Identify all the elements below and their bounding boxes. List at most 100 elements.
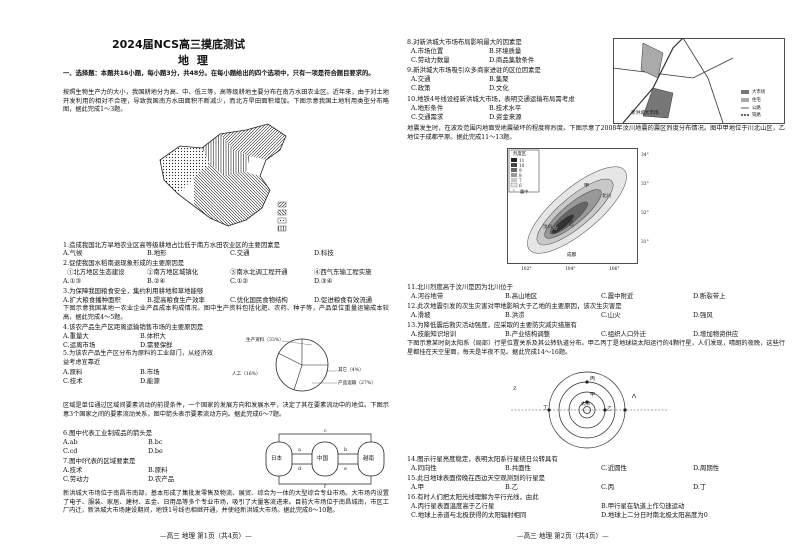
cost-pie-chart xyxy=(275,338,337,392)
page-footer-1: —高三 地理 第1页（共4页）— xyxy=(160,532,252,540)
q14-option-a[interactable]: A.同向性 xyxy=(411,464,437,472)
q2-option-b[interactable]: B.②④ xyxy=(147,277,166,285)
quake-label-beichuan: 北川 xyxy=(602,194,612,199)
question-2: 2.促使我国水稻南退现象形成的主要原因是 xyxy=(63,259,185,267)
q4-option-c[interactable]: C.运离市场 xyxy=(63,341,96,349)
orbit-label-z: Z xyxy=(513,386,517,392)
q10-option-c[interactable]: C.交通需求 xyxy=(411,113,444,121)
region-south xyxy=(194,164,270,226)
q7-option-c[interactable]: C.劳动力 xyxy=(63,475,89,483)
q6-option-d[interactable]: D.be xyxy=(148,447,163,455)
question-1: 1.造成我国北方旱地农业区高等级耕地占比低于南方水田农业区的主要因素是 xyxy=(63,241,280,249)
q9-option-c[interactable]: C.政策 xyxy=(411,84,431,92)
intensity-7: 7 xyxy=(519,178,522,183)
q11-option-b[interactable]: B.高山地区 xyxy=(505,292,538,300)
orbit-label-sun: 太阳 xyxy=(581,402,590,407)
q5-option-c[interactable]: C.技术 xyxy=(63,377,83,385)
q9-option-a[interactable]: A.交通 xyxy=(411,75,431,83)
q6-option-c[interactable]: C.cd xyxy=(63,447,78,455)
q3-option-a[interactable]: A.扩大粮食播种面积 xyxy=(63,296,121,304)
intensity-legend-title: 烈度区 xyxy=(513,152,527,157)
q3-option-c[interactable]: C.优化国民食物结构 xyxy=(230,296,288,304)
q14-option-d[interactable]: D.周期性 xyxy=(693,464,720,472)
q1-option-c[interactable]: C.交通 xyxy=(230,249,250,257)
q1-option-a[interactable]: A.气候 xyxy=(63,249,83,257)
question-10: 10.地铁4号线设经新洪城大市场，表明交通运输布局需考虑 xyxy=(407,95,575,103)
q10-option-d[interactable]: D.资金来源 xyxy=(489,113,522,121)
q7-option-a[interactable]: A.技术 xyxy=(63,466,83,474)
pie-label-transport: 产品运输（27%） xyxy=(338,381,376,386)
q15-option-d[interactable]: D.丁 xyxy=(693,483,707,491)
q6-option-b[interactable]: B.bc xyxy=(148,438,163,446)
q12-option-a[interactable]: A.滑坡 xyxy=(411,311,431,319)
question-9: 9.新洪城大市场吸引众多商家进驻的区位因素是 xyxy=(407,66,541,74)
q2-option-a[interactable]: A.①③ xyxy=(63,277,82,285)
q5-option-b[interactable]: B.市场 xyxy=(140,368,160,376)
lat-34: 34° xyxy=(641,153,649,158)
q13-option-a[interactable]: A.技能知识培训 xyxy=(411,330,456,338)
factor-flow-diagram xyxy=(265,433,385,485)
q16-option-a[interactable]: A.丙行星表面温度高于乙行星 xyxy=(411,502,495,510)
q11-option-a[interactable]: A.河谷地带 xyxy=(411,292,444,300)
region-north xyxy=(202,134,250,176)
q4-option-b[interactable]: B.体积大 xyxy=(140,332,166,340)
q8-option-a[interactable]: A.市场位置 xyxy=(411,47,444,55)
q5-option-a[interactable]: A.原料 xyxy=(63,368,83,376)
q4-option-d[interactable]: D.需要保鲜 xyxy=(140,341,173,349)
q8-option-d[interactable]: D.商品集散条件 xyxy=(489,56,535,64)
earthquake-intensity-map: ☆ ☆ xyxy=(507,148,638,264)
q10-option-a[interactable]: A.地形条件 xyxy=(411,104,444,112)
question-13: 13.为降低震后救灾活动强度，应采取的主要防灾减灾措施有 xyxy=(407,321,577,329)
pie-label-materials: 生产资料（33%） xyxy=(246,338,284,343)
q1-option-d[interactable]: D.科技 xyxy=(314,249,334,257)
intensity-6: 6 xyxy=(519,183,522,188)
q9-option-d[interactable]: D.文化 xyxy=(489,84,509,92)
q4-option-a[interactable]: A.重量大 xyxy=(63,332,89,340)
q12-option-c[interactable]: C.山火 xyxy=(601,311,621,319)
orbit-label-bing: 丙 xyxy=(590,376,596,382)
lon-102: 102° xyxy=(521,267,532,272)
intensity-9: 9 xyxy=(519,168,522,173)
flow-node-japan: 日本 xyxy=(271,456,283,462)
q6-option-a[interactable]: A.ab xyxy=(63,438,78,446)
q13-option-c[interactable]: C.组织人口外迁 xyxy=(601,330,647,338)
q5-option-d[interactable]: D.能源 xyxy=(140,377,160,385)
question-14: 14.图示行星亮度稳定，表明太阳系行星绕日公转具有 xyxy=(407,455,558,463)
q10-option-b[interactable]: B.技术水平 xyxy=(489,104,522,112)
q15-option-b[interactable]: B.乙 xyxy=(505,483,519,491)
q13-option-d[interactable]: D.增加物资供应 xyxy=(693,330,739,338)
q8-option-c[interactable]: C.劳动力数量 xyxy=(411,56,450,64)
q14-option-b[interactable]: B.共面性 xyxy=(505,464,531,472)
q15-option-a[interactable]: A.甲 xyxy=(411,483,425,491)
flow-node-china: 中国 xyxy=(317,456,329,462)
q9-option-b[interactable]: B.集聚 xyxy=(489,75,509,83)
market-area xyxy=(642,87,674,119)
map-legend-residential: 住宅 xyxy=(752,98,761,103)
q3-option-d[interactable]: D.促进粮食有效流通 xyxy=(314,296,373,304)
q13-option-b[interactable]: B.产业结构调整 xyxy=(505,330,551,338)
q15-option-c[interactable]: C.丙 xyxy=(601,483,615,491)
q16-option-b[interactable]: B.甲行星在轨道上作匀速运动 xyxy=(601,502,685,510)
q7-option-b[interactable]: B.原料 xyxy=(148,466,168,474)
section-instructions: 一、选择题：本题共16小题，每小题3分，共48分。在每小题给出的四个选项中，只有… xyxy=(63,70,375,77)
q11-option-d[interactable]: D.断裂带上 xyxy=(693,292,726,300)
q12-option-d[interactable]: D.强风 xyxy=(693,311,713,319)
svg-text:☆: ☆ xyxy=(553,225,558,232)
q16-option-d[interactable]: D.地球上二分日时南北极太阳高度为0 xyxy=(601,511,708,519)
q16-option-c[interactable]: C.地球上赤道与北极获得的太阳辐射相同 xyxy=(411,511,527,519)
lat-31: 31° xyxy=(641,240,649,245)
question-16: 16.有时人们把太阳光线理解为平行光线，由此 xyxy=(407,493,539,501)
q7-option-d[interactable]: D.农产品 xyxy=(148,475,175,483)
passage-6: 下图示意某时刻太阳系（局部）行星位置关系及其公转轨道分布。甲乙丙丁是地球绕太阳运… xyxy=(407,340,785,356)
flow-letter-a: a xyxy=(298,447,301,453)
china-landuse-map xyxy=(159,123,287,232)
q1-option-b[interactable]: B.地形 xyxy=(147,249,167,257)
quake-label-jia: 甲 xyxy=(584,183,590,189)
q8-option-b[interactable]: B.环境质量 xyxy=(489,47,522,55)
q2-option-c[interactable]: C.①② xyxy=(230,277,249,285)
q12-option-b[interactable]: B.洪涝 xyxy=(505,311,525,319)
q2-option-d[interactable]: D.③④ xyxy=(314,277,333,285)
q14-option-c[interactable]: C.近圆性 xyxy=(601,464,627,472)
q11-option-c[interactable]: C.震中附近 xyxy=(601,292,634,300)
q3-option-b[interactable]: B.提高粮食生产效率 xyxy=(147,296,205,304)
